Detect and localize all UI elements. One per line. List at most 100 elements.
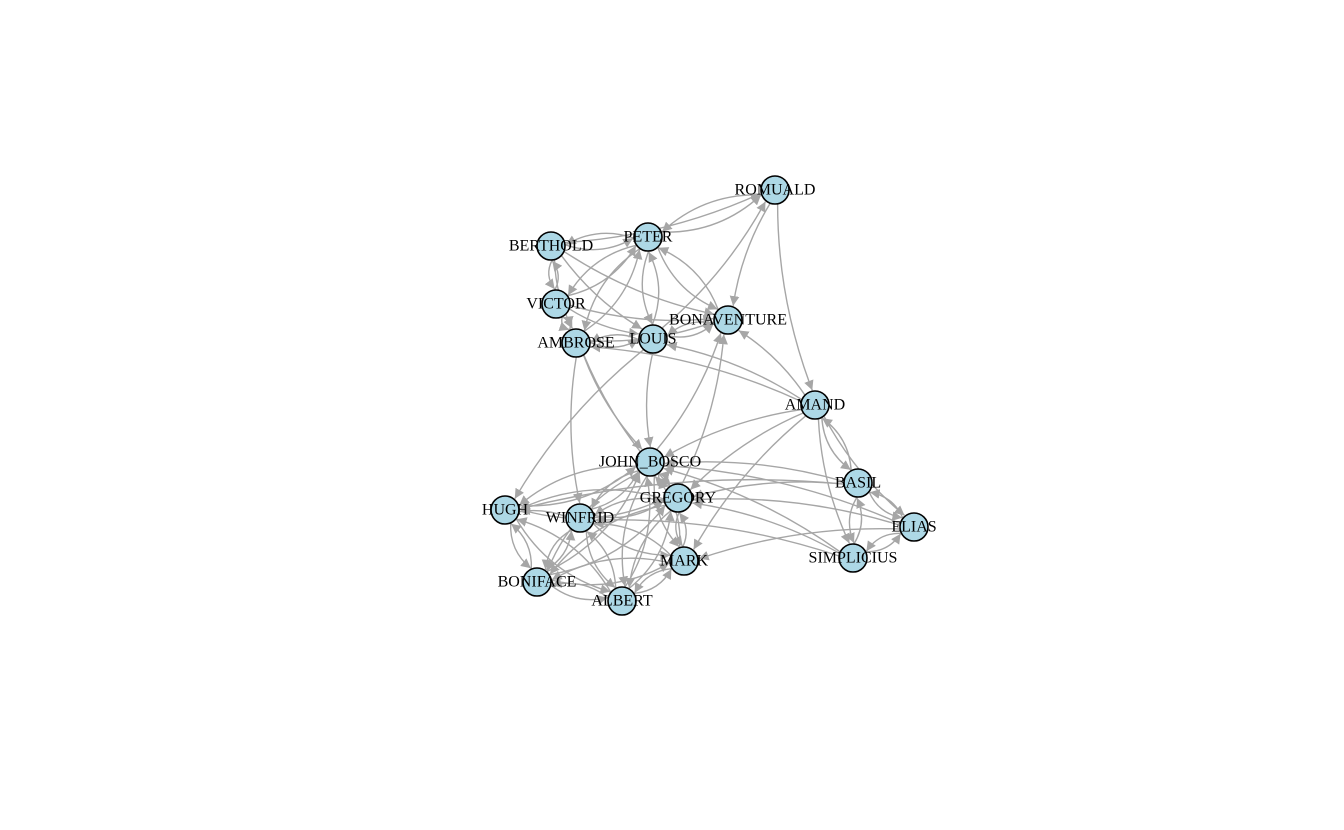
node-label: ROMUALD bbox=[735, 182, 816, 199]
node-peter: PETER bbox=[624, 222, 673, 252]
edge-mark-to-winfrid bbox=[593, 518, 672, 557]
edge-victor-to-louis bbox=[568, 308, 639, 338]
edge-basil-to-hugh bbox=[519, 478, 845, 512]
edge-basil-to-john_bosco bbox=[664, 457, 845, 483]
edge-albert-to-winfrid bbox=[586, 530, 617, 589]
edge-louis-to-peter bbox=[648, 251, 660, 326]
edge-louis-to-bonaventure bbox=[666, 323, 714, 338]
node-label: BONAVENTURE bbox=[669, 312, 787, 329]
edge-amand-to-basil bbox=[821, 417, 852, 471]
edge-hugh-to-boniface bbox=[509, 522, 532, 569]
edge-hugh-to-john_bosco bbox=[518, 466, 637, 507]
node-gregory: GREGORY bbox=[640, 483, 717, 513]
edge-bonaventure-to-peter bbox=[658, 247, 719, 311]
edge-peter-to-romuald bbox=[661, 194, 762, 233]
edge-ambrose-to-winfrid bbox=[570, 356, 583, 504]
node-circle bbox=[663, 483, 693, 513]
node-layer: ROMUALD PETER BERTHOLD VICTOR AMBROSE LOUIS BO… bbox=[482, 175, 937, 616]
node-label: BASIL bbox=[835, 475, 881, 492]
node-label: LOUIS bbox=[629, 331, 676, 348]
edge-john_bosco-to-bonaventure bbox=[656, 332, 723, 451]
node-circle bbox=[843, 468, 873, 498]
edge-peter-to-bonaventure bbox=[657, 246, 718, 310]
edge-elias-to-simplicius bbox=[865, 532, 902, 552]
edge-amand-to-ambrose bbox=[590, 342, 802, 403]
node-label: AMBROSE bbox=[537, 335, 614, 352]
node-label: BERTHOLD bbox=[509, 238, 593, 255]
node-ambrose: AMBROSE bbox=[537, 328, 615, 358]
edge-albert-to-mark bbox=[633, 568, 673, 595]
edge-berthold-to-bonaventure bbox=[563, 250, 715, 317]
edge-layer bbox=[509, 192, 905, 605]
node-label: ALBERT bbox=[591, 593, 652, 610]
node-circle bbox=[541, 289, 571, 319]
edge-ambrose-to-victor bbox=[562, 315, 574, 331]
edge-ambrose-to-john_bosco bbox=[582, 354, 643, 450]
edge-winfrid-to-mark bbox=[592, 522, 671, 561]
node-circle bbox=[800, 390, 830, 420]
edge-louis-to-ambrose bbox=[590, 333, 640, 343]
edge-gregory-to-john_bosco bbox=[659, 470, 671, 487]
edge-peter-to-victor bbox=[567, 244, 637, 296]
node-label: JOHN_BOSCO bbox=[599, 454, 701, 471]
edge-elias-to-basil bbox=[869, 489, 904, 519]
node-circle bbox=[607, 586, 637, 616]
node-circle bbox=[536, 231, 566, 261]
edge-berthold-to-peter bbox=[564, 237, 634, 251]
node-label: VICTOR bbox=[526, 296, 586, 313]
edge-berthold-to-louis bbox=[560, 254, 643, 330]
node-circle bbox=[633, 222, 663, 252]
edge-mark-to-gregory bbox=[678, 512, 690, 548]
edge-amand-to-bonaventure bbox=[738, 329, 806, 396]
node-label: BONIFACE bbox=[498, 574, 577, 591]
node-label: AMAND bbox=[785, 397, 845, 414]
edge-bonaventure-to-louis bbox=[667, 321, 715, 336]
node-label: SIMPLICIUS bbox=[809, 550, 898, 567]
node-circle bbox=[565, 503, 595, 533]
node-label: MARK bbox=[660, 553, 708, 570]
node-louis: LOUIS bbox=[629, 324, 677, 354]
edge-hugh-to-albert bbox=[515, 518, 611, 594]
edge-winfrid-to-hugh bbox=[519, 505, 567, 518]
edge-boniface-to-hugh bbox=[510, 523, 533, 570]
node-basil: BASIL bbox=[835, 468, 881, 498]
node-label: HUGH bbox=[482, 502, 529, 519]
edge-victor-to-ambrose bbox=[558, 316, 570, 332]
edge-elias-to-gregory bbox=[692, 494, 901, 526]
node-albert: ALBERT bbox=[591, 586, 653, 616]
node-circle bbox=[760, 175, 790, 205]
node-label: PETER bbox=[624, 229, 673, 246]
edge-peter-to-berthold bbox=[565, 232, 635, 246]
edge-peter-to-ambrose bbox=[581, 248, 641, 331]
node-label: GREGORY bbox=[640, 490, 717, 507]
edge-boniface-to-albert bbox=[550, 584, 608, 605]
edge-simplicius-to-gregory bbox=[692, 499, 841, 555]
node-circle bbox=[713, 305, 743, 335]
node-john-bosco: JOHN_BOSCO bbox=[599, 447, 701, 477]
node-circle bbox=[635, 447, 665, 477]
edge-boniface-to-john_bosco bbox=[546, 472, 641, 573]
edge-louis-to-john_bosco bbox=[643, 352, 654, 448]
edge-gregory-to-mark bbox=[672, 511, 684, 547]
node-circle bbox=[638, 324, 668, 354]
edge-gregory-to-hugh bbox=[519, 489, 665, 510]
node-victor: VICTOR bbox=[526, 289, 586, 319]
edge-boniface-to-gregory bbox=[548, 505, 666, 576]
edge-gregory-to-boniface bbox=[549, 504, 667, 575]
node-winfrid: WINFRID bbox=[546, 503, 614, 533]
node-label: WINFRID bbox=[546, 510, 614, 527]
node-circle bbox=[522, 567, 552, 597]
node-circle bbox=[561, 328, 591, 358]
edge-elias-to-john_bosco bbox=[664, 461, 901, 525]
edge-victor-to-bonaventure bbox=[569, 304, 714, 325]
edge-romuald-to-bonaventure bbox=[729, 202, 771, 307]
edge-simplicius-to-winfrid bbox=[594, 514, 840, 557]
node-circle bbox=[490, 495, 520, 525]
edge-simplicius-to-elias bbox=[865, 533, 902, 553]
node-mark: MARK bbox=[660, 546, 708, 576]
node-circle bbox=[669, 546, 699, 576]
node-elias: ELIAS bbox=[891, 512, 937, 542]
edge-basil-to-amand bbox=[821, 417, 852, 471]
edge-albert-to-hugh bbox=[516, 517, 612, 593]
